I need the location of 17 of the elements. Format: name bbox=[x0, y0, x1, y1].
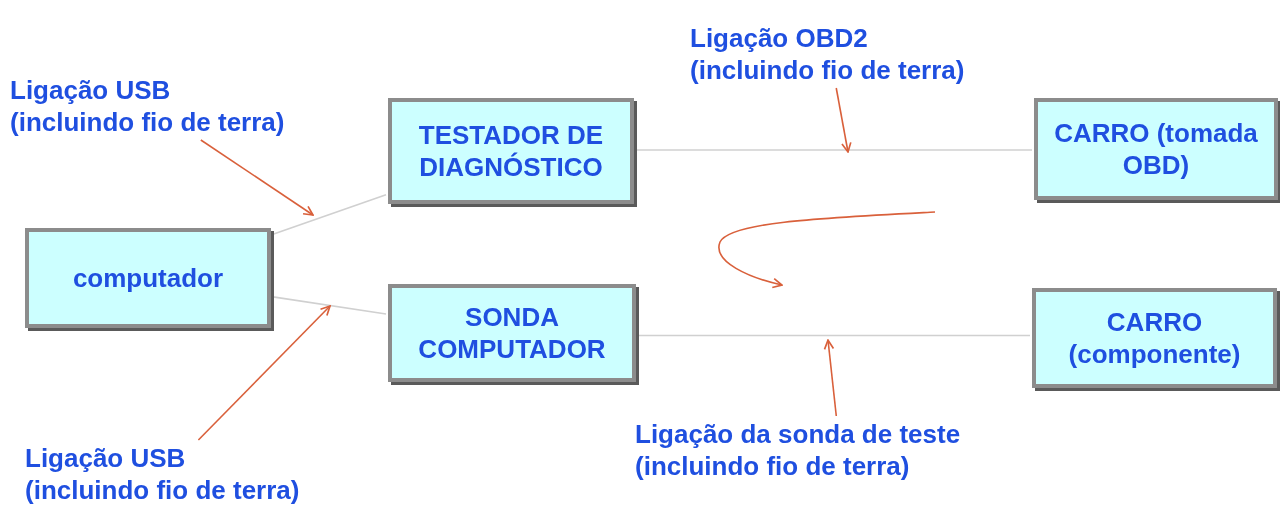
process-box: CARRO (componente) bbox=[1032, 288, 1277, 388]
leader-arrow bbox=[835, 87, 852, 153]
leader-arrow bbox=[823, 339, 838, 417]
process-box: computador bbox=[25, 228, 271, 328]
connection-label: Ligação OBD2 (incluindo fio de terra) bbox=[690, 22, 970, 86]
connection-label: Ligação da sonda de teste (incluindo fio de terra) bbox=[635, 418, 1045, 482]
leader-arrow bbox=[200, 139, 314, 216]
leader-arrow bbox=[197, 305, 331, 441]
connector-line bbox=[272, 193, 387, 236]
connector-line bbox=[635, 149, 1033, 151]
process-box: TESTADOR DE DIAGNÓSTICO bbox=[388, 98, 634, 204]
connection-label: Ligação USB (incluindo fio de terra) bbox=[25, 442, 305, 506]
connection-label: Ligação USB (incluindo fio de terra) bbox=[10, 74, 290, 138]
connector-line bbox=[272, 296, 387, 315]
process-box: SONDA COMPUTADOR bbox=[388, 284, 636, 382]
process-box: CARRO (tomada OBD) bbox=[1034, 98, 1278, 200]
connector-line bbox=[637, 334, 1031, 337]
